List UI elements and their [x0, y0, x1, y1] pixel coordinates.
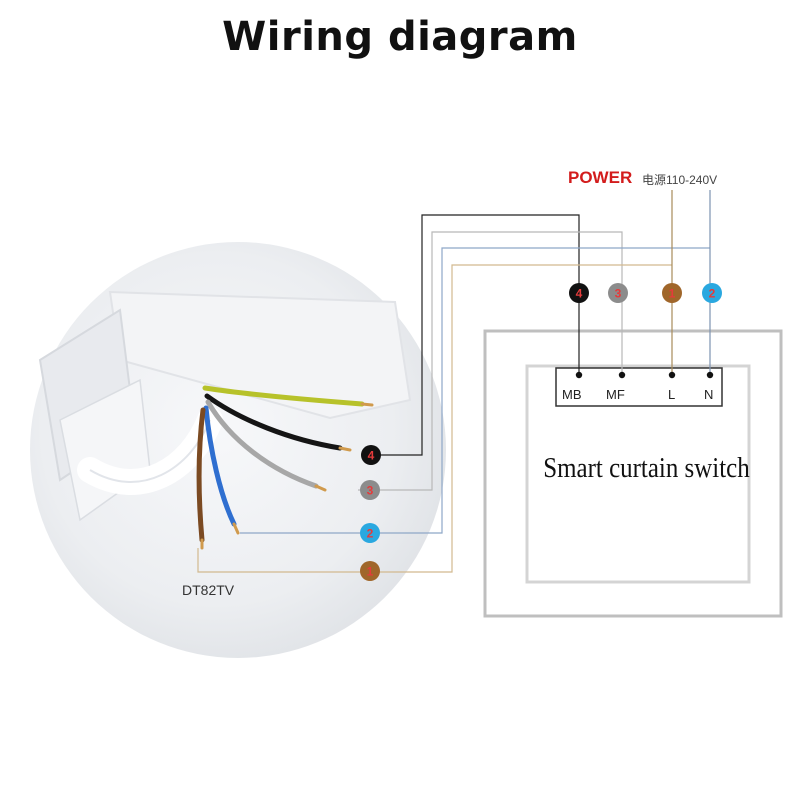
badge-number: 3: [367, 484, 374, 498]
line-wire-1: [197, 264, 672, 573]
motor-photo: [30, 242, 446, 658]
terminal-label-n: N: [704, 387, 714, 402]
terminal-label-mb: MB: [562, 387, 582, 402]
badge-switch-3: 3: [608, 283, 628, 303]
badge-switch-2: 2: [702, 283, 722, 303]
motor-wires: [196, 385, 374, 550]
wire-green-yellow: [202, 385, 365, 407]
wire-black: [204, 393, 343, 451]
badge-number: 1: [367, 565, 374, 579]
page-title: Wiring diagram: [222, 14, 578, 60]
badge-motor-4: 4: [361, 445, 381, 465]
terminal-dot-l: [668, 371, 676, 379]
terminal-label-mf: MF: [606, 387, 625, 402]
badge-number: 4: [368, 449, 375, 463]
line-wire-2: [240, 247, 710, 534]
motor-badges: 4 3 2 1: [360, 445, 381, 581]
device-model-label: DT82TV: [182, 582, 235, 598]
line-wire-4: [375, 214, 580, 456]
terminal-dot-mb: [575, 371, 583, 379]
badge-motor-1: 1: [360, 561, 380, 581]
switch-panel: [483, 329, 783, 618]
terminal-label-l: L: [668, 387, 676, 402]
badge-number: 3: [615, 287, 622, 301]
badge-switch-1: 1: [662, 283, 682, 303]
badge-number: 4: [576, 287, 583, 301]
terminal-dots: [575, 371, 714, 379]
line-wire-3: [358, 231, 623, 491]
switch-badges: 4 3 1 2: [569, 283, 722, 303]
badge-switch-4: 4: [569, 283, 589, 303]
terminal-dot-n: [706, 371, 714, 379]
wire-blue: [203, 405, 237, 527]
terminal-dot-mf: [618, 371, 626, 379]
power-spec: 电源110-240V: [642, 173, 718, 187]
wire-grey: [205, 399, 319, 489]
wire-brown: [196, 407, 206, 543]
badge-number: 2: [367, 527, 374, 541]
power-label: POWER: [568, 168, 633, 187]
badge-number: 2: [709, 287, 716, 301]
badge-number: 1: [669, 287, 676, 301]
connection-lines: [197, 190, 711, 573]
badge-motor-3: 3: [360, 480, 380, 500]
switch-label: Smart curtain switch: [543, 452, 750, 484]
badge-motor-2: 2: [360, 523, 380, 543]
